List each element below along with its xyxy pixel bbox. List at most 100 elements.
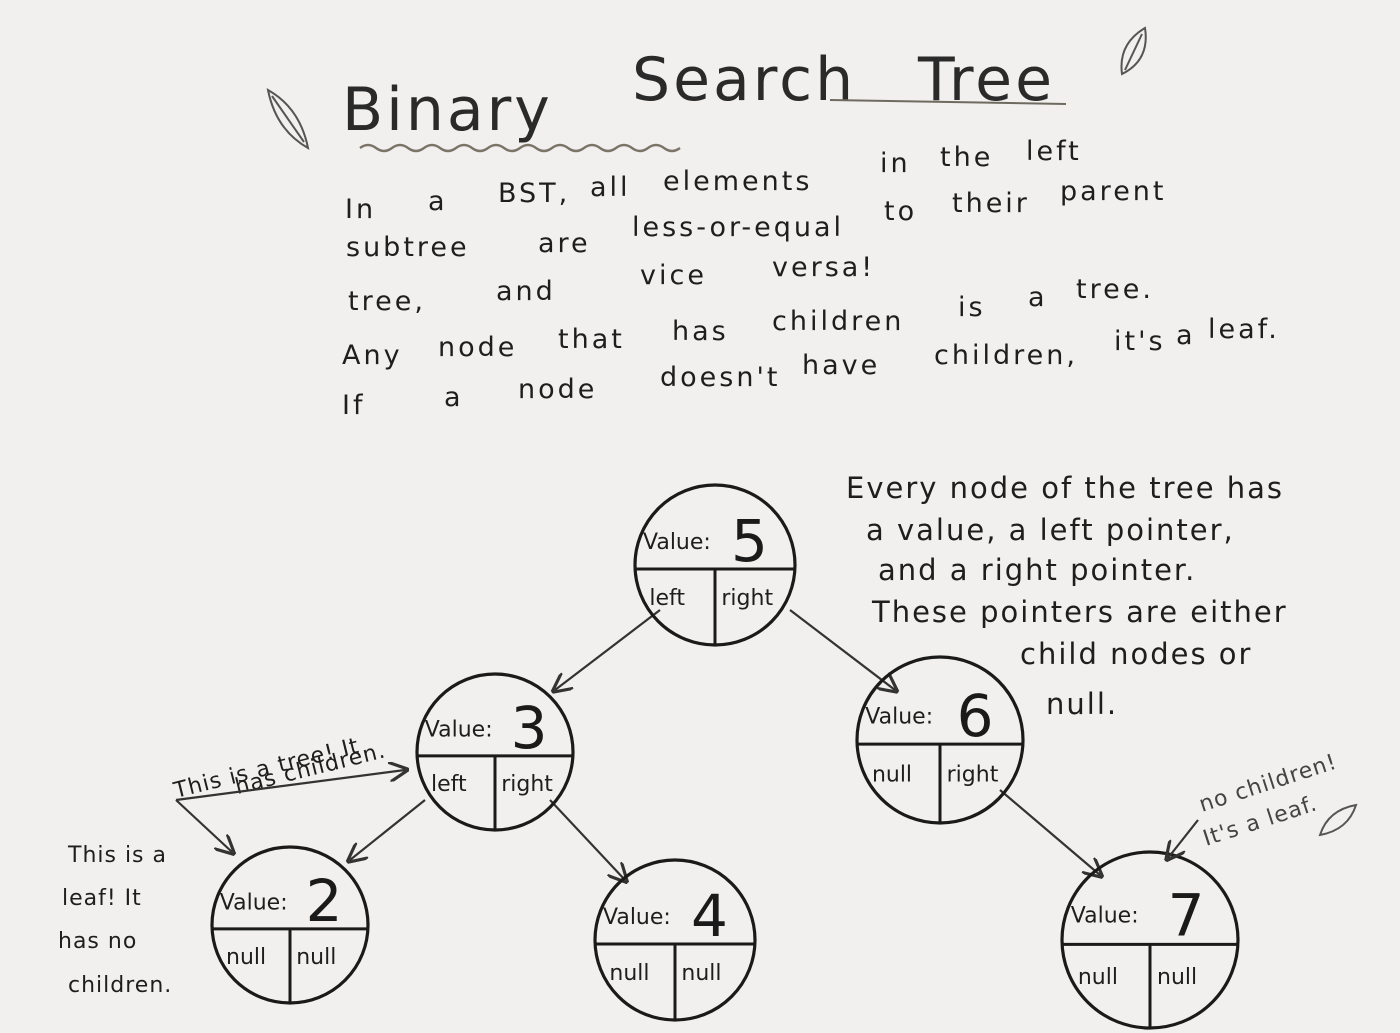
intro-word: that xyxy=(558,324,625,355)
node-right-pointer: right xyxy=(721,586,773,611)
tree-node-3: Value: 3 left right xyxy=(415,672,575,832)
intro-word: and xyxy=(496,276,556,307)
intro-word: all xyxy=(590,172,631,203)
intro-word: their xyxy=(952,188,1030,219)
edge-6-to-7 xyxy=(999,789,1100,875)
intro-word: a xyxy=(444,382,464,413)
side-note-line: and a right pointer. xyxy=(878,553,1196,587)
intro-word: subtree xyxy=(346,232,470,263)
intro-word: a xyxy=(428,186,448,217)
intro-word: are xyxy=(538,228,591,259)
tree-note-arrow xyxy=(175,770,405,802)
tree-node-5: Value: 5 left right xyxy=(633,483,797,647)
node-right-pointer: right xyxy=(947,763,999,788)
leaf-note-line: leaf! It xyxy=(62,886,142,911)
node-left-pointer: left xyxy=(431,772,467,797)
intro-word: leaf. xyxy=(1208,314,1280,345)
node-right-pointer: null xyxy=(296,945,336,970)
node-left-pointer: null xyxy=(1078,965,1118,990)
node-left-pointer: null xyxy=(226,945,266,970)
side-note-line: null. xyxy=(1046,687,1118,721)
intro-word: left xyxy=(1026,136,1082,167)
node-right-pointer: right xyxy=(501,772,553,797)
intro-word: If xyxy=(342,390,365,421)
leaf-doodle-bottom xyxy=(1318,803,1358,837)
node-left-pointer: null xyxy=(609,961,649,986)
intro-word: versa! xyxy=(772,252,875,283)
tree-node-7: Value: 7 null null xyxy=(1060,850,1240,1030)
leaf-doodle-right xyxy=(1120,26,1147,76)
edge-5-to-3 xyxy=(555,609,661,690)
title-wavy-underline xyxy=(359,143,681,153)
intro-word: node xyxy=(438,332,517,363)
tree-annotation: This is a tree! It has children. xyxy=(170,734,405,852)
intro-word: vice xyxy=(640,260,707,291)
intro-word: node xyxy=(518,374,597,405)
intro-word: has xyxy=(672,316,729,347)
title-underline xyxy=(829,99,1067,105)
intro-word: in xyxy=(880,148,911,179)
side-note-line: These pointers are either xyxy=(871,595,1288,629)
intro-line-1: In a BST, all elements in the left xyxy=(345,136,1082,225)
edge-3-to-2 xyxy=(350,799,426,860)
edge-3-to-4 xyxy=(549,799,625,880)
intro-line-2: subtree are less-or-equal to their paren… xyxy=(346,176,1167,263)
intro-word: a xyxy=(1176,320,1196,351)
tree-edges xyxy=(350,609,1100,880)
intro-word: elements xyxy=(663,166,812,197)
intro-word: tree. xyxy=(1076,274,1154,305)
node-value-label: Value: xyxy=(865,704,933,729)
intro-word: less-or-equal xyxy=(632,212,844,243)
node-value: 4 xyxy=(691,882,728,950)
intro-line-3: tree, and vice versa! xyxy=(348,252,875,317)
intro-paragraph: In a BST, all elements in the left subtr… xyxy=(342,136,1280,421)
node-value: 7 xyxy=(1168,882,1205,950)
node-value: 5 xyxy=(731,507,768,575)
side-note-line: child nodes or xyxy=(1020,637,1252,671)
intro-word: Any xyxy=(342,340,403,371)
node-value-label: Value: xyxy=(425,717,493,742)
side-note-line: Every node of the tree has xyxy=(846,471,1284,505)
node-value: 6 xyxy=(957,682,994,750)
side-note-line: a value, a left pointer, xyxy=(866,513,1235,547)
intro-word: to xyxy=(884,196,917,227)
intro-word: the xyxy=(940,142,993,173)
tree-node-6: Value: 6 null right xyxy=(855,655,1025,825)
title-word-binary: Binary xyxy=(342,75,553,145)
node-value-label: Value: xyxy=(220,890,288,915)
leaf-annotation: This is a leaf! It has no children. xyxy=(58,843,172,998)
node-value-label: Value: xyxy=(603,905,671,930)
node-left-pointer: null xyxy=(872,763,912,788)
intro-word: have xyxy=(802,350,880,381)
tree-to-leaf-arrow xyxy=(175,799,232,852)
node-left-pointer: left xyxy=(649,586,685,611)
leaf-note-line: This is a xyxy=(67,843,167,868)
intro-word: parent xyxy=(1060,176,1167,207)
intro-word: children, xyxy=(934,340,1078,371)
intro-word: it's xyxy=(1114,326,1166,357)
intro-word: doesn't xyxy=(660,362,780,393)
leaf7-annotation: no children! It's a leaf. xyxy=(1168,750,1340,858)
leaf-doodle-left xyxy=(266,88,310,150)
intro-word: tree, xyxy=(348,286,426,317)
title-word-search: Search xyxy=(632,45,856,115)
leaf-note-line: has no xyxy=(58,929,137,954)
node-right-pointer: null xyxy=(681,961,721,986)
leaf-note-line: children. xyxy=(68,973,172,998)
intro-word: BST, xyxy=(498,178,570,209)
node-value-label: Value: xyxy=(1071,903,1139,928)
intro-word: children xyxy=(772,306,904,337)
side-note: Every node of the tree has a value, a le… xyxy=(846,471,1288,721)
node-value: 3 xyxy=(511,694,548,762)
title-word-tree: Tree xyxy=(917,45,1055,115)
node-value-label: Value: xyxy=(643,530,711,555)
intro-word: is xyxy=(958,292,986,323)
intro-word: a xyxy=(1028,282,1048,313)
node-right-pointer: null xyxy=(1157,965,1197,990)
intro-word: In xyxy=(345,194,376,225)
page-title: Binary Search Tree xyxy=(342,45,1067,153)
